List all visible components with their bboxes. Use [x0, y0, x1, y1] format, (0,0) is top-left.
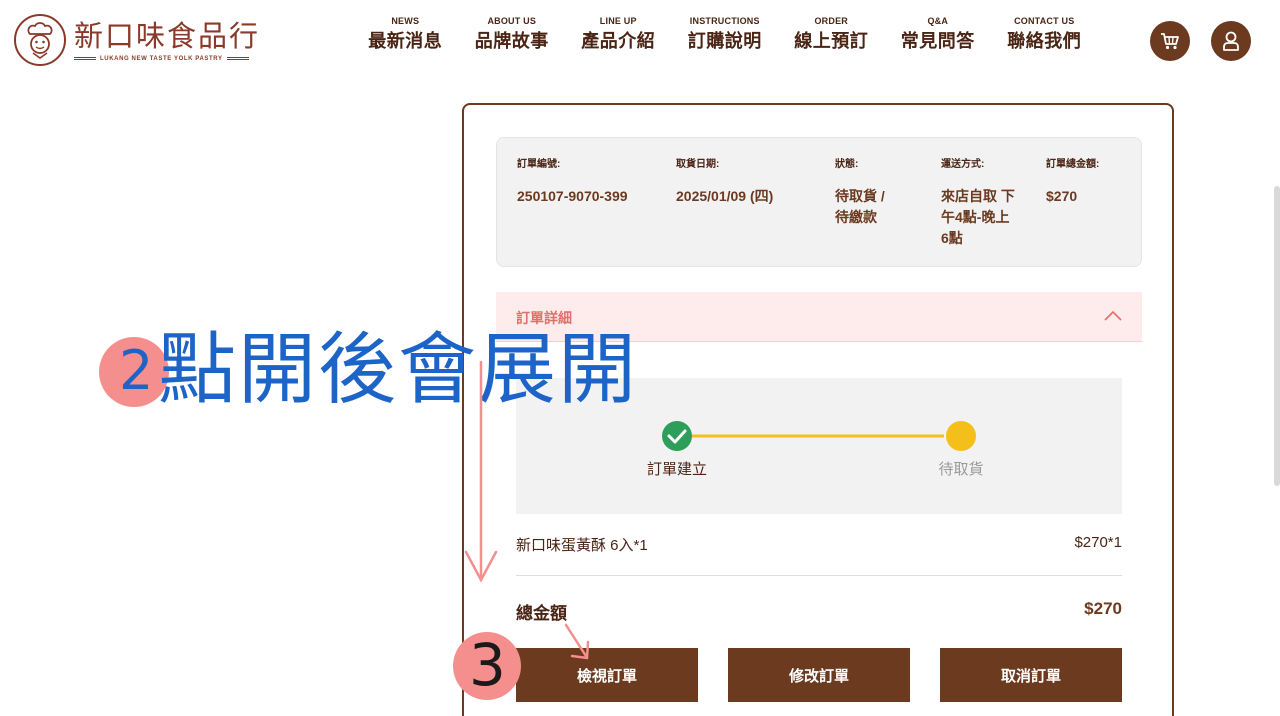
pickup-date: 取貨日期: 2025/01/09 (四) — [676, 158, 826, 207]
nav-item-label: 產品介紹 — [581, 31, 656, 51]
user-button[interactable] — [1211, 21, 1251, 61]
brand-tagline: LUKANG NEW TASTE YOLK PASTRY — [100, 55, 223, 62]
nav-item-label: 品牌故事 — [474, 31, 549, 51]
nav-item-en-label: CONTACT US — [1014, 16, 1075, 26]
check-icon — [667, 429, 687, 444]
nav-item-en-label: INSTRUCTIONS — [689, 16, 760, 26]
order-number: 訂單編號: 250107-9070-399 — [517, 158, 667, 207]
order-progress: 訂單建立 待取貨 — [516, 378, 1122, 514]
step2-number: 2 — [119, 339, 154, 402]
site-header: 新口味食品行 LUKANG NEW TASTE YOLK PASTRY NEWS… — [0, 0, 1280, 82]
order-detail-label: 訂單詳細 — [516, 310, 572, 326]
order-total-label: 訂單總金額: — [1046, 159, 1100, 170]
chevron-up-icon — [1104, 310, 1122, 321]
step-label-created: 訂單建立 — [646, 461, 707, 478]
order-item-row: 新口味蛋黃酥 6入*1 $270*1 — [516, 530, 1122, 576]
nav-item-label: 聯絡我們 — [1007, 31, 1082, 51]
logo[interactable]: 新口味食品行 LUKANG NEW TASTE YOLK PASTRY — [14, 14, 260, 66]
sum-value: $270 — [1084, 599, 1122, 618]
nav-item-label: 線上預訂 — [794, 31, 869, 51]
order-status: 狀態: 待取貨 / 待繳款 — [835, 158, 901, 228]
nav-item-en-label: ORDER — [814, 16, 848, 26]
order-number-label: 訂單編號: — [517, 159, 561, 170]
order-summary: 訂單編號: 250107-9070-399 取貨日期: 2025/01/09 (… — [496, 137, 1142, 267]
nav-item-contact[interactable]: CONTACT US 聯絡我們 — [991, 14, 1098, 54]
item-name: 新口味蛋黃酥 6入*1 — [516, 537, 648, 554]
step3-number: 3 — [469, 631, 506, 699]
nav-item-en-label: ABOUT US — [487, 16, 537, 26]
step-done-marker — [662, 421, 692, 451]
cart-button[interactable] — [1150, 21, 1190, 61]
step-label-pickup: 待取貨 — [938, 461, 984, 478]
order-status-label: 狀態: — [835, 159, 859, 170]
order-sum-row: 總金額 $270 — [516, 595, 1122, 625]
nav-item-label: 最新消息 — [368, 31, 443, 51]
delivery-method-label: 運送方式: — [941, 159, 985, 170]
order-card: 訂單編號: 250107-9070-399 取貨日期: 2025/01/09 (… — [462, 103, 1174, 716]
cart-icon — [1161, 33, 1179, 50]
nav-item-en-label: Q&A — [927, 16, 949, 26]
view-order-button[interactable]: 檢視訂單 — [516, 648, 698, 702]
nav-item-instructions[interactable]: INSTRUCTIONS 訂購說明 — [672, 14, 779, 54]
order-total-value: $270 — [1046, 188, 1078, 204]
chef-logo-icon — [14, 14, 66, 66]
step-current-marker — [946, 421, 976, 451]
edit-order-button[interactable]: 修改訂單 — [728, 648, 910, 702]
cancel-order-button[interactable]: 取消訂單 — [940, 648, 1122, 702]
delivery-method-value: 來店自取 下午4點-晚上6點 — [941, 188, 1015, 246]
nav-item-order[interactable]: ORDER 線上預訂 — [778, 14, 885, 54]
order-total: 訂單總金額: $270 — [1046, 158, 1136, 207]
nav-item-label: 訂購說明 — [687, 31, 762, 51]
nav-item-news[interactable]: NEWS 最新消息 — [352, 14, 459, 54]
sum-label: 總金額 — [516, 604, 567, 623]
nav-item-label: 常見問答 — [900, 31, 975, 51]
order-status-value: 待取貨 / 待繳款 — [835, 188, 885, 225]
order-number-value: 250107-9070-399 — [517, 188, 628, 204]
delivery-method: 運送方式: 來店自取 下午4點-晚上6點 — [941, 158, 1017, 249]
brand-name: 新口味食品行 — [74, 18, 261, 53]
user-icon — [1223, 31, 1239, 51]
pickup-date-label: 取貨日期: — [676, 159, 720, 170]
nav-item-qa[interactable]: Q&A 常見問答 — [885, 14, 992, 54]
nav-item-en-label: NEWS — [391, 16, 420, 26]
pickup-date-value: 2025/01/09 (四) — [676, 188, 774, 204]
page-scrollbar[interactable] — [1274, 186, 1280, 486]
progress-track — [662, 421, 976, 451]
order-detail-toggle[interactable]: 訂單詳細 — [496, 292, 1142, 342]
step3-marker — [453, 632, 521, 700]
nav-item-about[interactable]: ABOUT US 品牌故事 — [459, 14, 566, 54]
nav-item-lineup[interactable]: LINE UP 產品介紹 — [565, 14, 672, 54]
item-price: $270*1 — [1074, 534, 1122, 551]
step2-marker — [99, 337, 169, 407]
nav-item-en-label: LINE UP — [599, 16, 637, 26]
main-nav: NEWS 最新消息 ABOUT US 品牌故事 LINE UP 產品介紹 INS… — [352, 14, 1098, 54]
step2-instruction: 點開後會展開 — [158, 325, 639, 415]
